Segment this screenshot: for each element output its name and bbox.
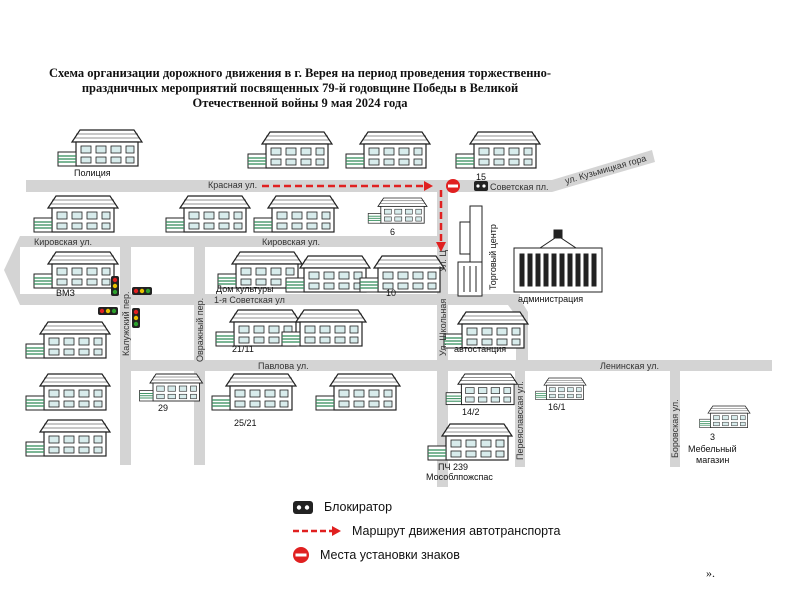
title-line-1: Схема организации дорожного движения в г… (48, 66, 552, 80)
blocker-icon (474, 181, 488, 191)
road-kuzminskaya (552, 150, 655, 192)
label-dom-kultury: Дом культуры (216, 284, 274, 294)
label-25-21: 25/21 (234, 418, 257, 428)
title-line-2: праздничных мероприятий посвященных 79-й… (81, 81, 519, 95)
house-icon (139, 373, 203, 402)
house-icon (445, 373, 519, 406)
label-16-1: 16/1 (548, 402, 566, 412)
road-leninskaya (416, 360, 772, 371)
traffic-light-icon (132, 308, 140, 328)
house-icon (25, 321, 111, 359)
house-icon (247, 131, 333, 169)
administration-building (513, 229, 603, 293)
blocker-icon (293, 501, 313, 514)
end-mark: ». (706, 566, 715, 580)
road-perkhanskaya (515, 371, 525, 467)
label-police: Полиция (74, 168, 111, 178)
house-icon (455, 131, 541, 169)
label-29: 29 (158, 403, 168, 413)
traffic-light-icon (111, 276, 119, 296)
street-sovetskaya-1: 1-я Советская ул (214, 295, 285, 305)
house-icon (25, 373, 111, 411)
route-arrow-icon (293, 526, 341, 536)
road-left-arrow (4, 236, 20, 305)
no-entry-sign-icon (446, 179, 460, 193)
map-title: Схема организации дорожного движения в г… (0, 66, 600, 111)
label-magazin: магазин (696, 455, 729, 465)
street-ovrazhny: Овражный пер. (195, 298, 205, 362)
road-sovetskaya-1 (20, 294, 520, 305)
label-15: 15 (476, 172, 486, 182)
legend-route: Маршрут движения автотранспорта (292, 524, 560, 538)
street-borovskaya: Боровская ул. (670, 399, 680, 458)
house-icon (253, 195, 339, 233)
house-icon (535, 377, 587, 400)
house-icon (25, 419, 111, 457)
label-administratsiya: администрация (518, 294, 583, 304)
road-shkolnaya (437, 192, 448, 487)
traffic-light-icon (132, 287, 152, 295)
house-icon (165, 195, 251, 233)
legend-blocker: Блокиратор (292, 498, 392, 516)
street-leninskaya: Ленинская ул. (600, 361, 659, 371)
legend-blocker-label: Блокиратор (324, 500, 393, 514)
street-krasnaya: Красная ул. (208, 180, 257, 190)
road-kirovskaya (20, 236, 448, 247)
street-kirovskaya-left: Кировская ул. (34, 237, 92, 247)
road-pavlova (120, 360, 416, 371)
title-line-3: Отечественной войны 9 мая 2024 года (192, 96, 408, 110)
house-icon (211, 373, 297, 411)
street-kaluzhsky: Калужский пер. (121, 292, 131, 357)
label-3: 3 (710, 432, 715, 442)
label-mebelny: Мебельный (688, 444, 737, 454)
house-icon (33, 195, 119, 233)
road-borovskaya (670, 371, 680, 467)
house-icon (359, 255, 445, 293)
label-6: 6 (390, 227, 395, 237)
road-kaluzhsky (120, 247, 131, 465)
street-ul-ts: Ул. Ц (438, 250, 448, 272)
street-perkhanskaya: Переяславская ул. (515, 381, 525, 460)
street-shkolnaya: Ул. Школьная (438, 299, 448, 356)
label-21-11: 21/11 (232, 344, 254, 354)
label-10: 10 (386, 288, 396, 298)
house-icon (345, 131, 431, 169)
street-kirovskaya-mid: Кировская ул. (262, 237, 320, 247)
label-mosoblpozhspas: Мособлпожспас (426, 472, 493, 482)
house-icon (315, 373, 401, 411)
legend-route-label: Маршрут движения автотранспорта (352, 524, 561, 538)
label-14-2: 14/2 (462, 407, 480, 417)
house-icon (33, 251, 119, 289)
traffic-light-icon (98, 307, 118, 315)
street-kuzminskaya: ул. Кузьмицкая гора (564, 153, 648, 186)
house-icon (57, 129, 143, 167)
label-pch: ПЧ 239 (438, 462, 468, 472)
house-icon (367, 197, 428, 224)
street-sovetskaya-pl: Советская пл. (490, 182, 549, 192)
route-path (262, 181, 446, 252)
label-avtostantsiya: автостанция (454, 344, 506, 354)
house-icon (443, 311, 529, 349)
label-vmz: ВМЗ (56, 288, 75, 298)
legend-signs-label: Места установки знаков (320, 548, 460, 562)
street-pavlova: Павлова ул. (258, 361, 309, 371)
road-ovrazhny (194, 247, 205, 465)
house-icon (699, 405, 751, 428)
shopping-center (457, 205, 483, 297)
legend-signs: Места установки знаков (292, 546, 460, 564)
no-entry-sign-icon (293, 547, 309, 563)
label-torgovy-tsentr: Торговый центр (488, 224, 498, 290)
